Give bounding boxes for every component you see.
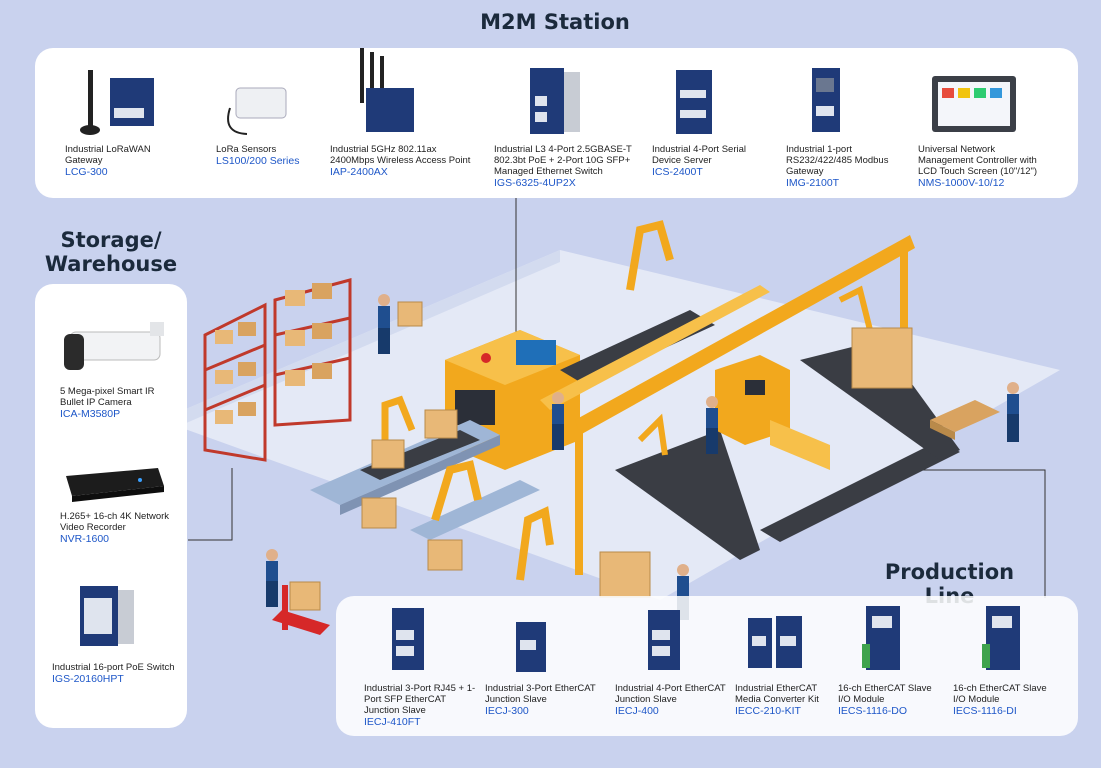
product-label-iecc-210-kit: Industrial EtherCAT Media Converter Kit … [735,683,819,717]
storage-warehouse-title: Storage/ Warehouse [44,228,178,277]
robot-arms [381,220,873,581]
product-label-img-2100t: Industrial 1-port RS232/422/485 Modbus G… [786,144,889,189]
iecj-400-device [648,610,680,670]
product-label-nms-1000v: Universal Network Management Controller … [918,144,1038,189]
connector-line-production [905,469,1046,598]
l3-managed-switch-device [530,68,580,134]
product-label-iecj-410ft: Industrial 3-Port RJ45 + 1-Port SFP Ethe… [364,683,476,728]
iecs-1116-di-device [982,606,1020,670]
wireless-access-point-device [360,48,414,132]
iecj-300-device [516,622,546,672]
overhead-gantry [540,235,915,575]
poe-switch-device [80,586,134,646]
network-video-recorder-device [66,468,164,502]
product-label-iecs-1116-do: 16-ch EtherCAT Slave I/O Module IECS-111… [838,683,932,717]
m2m-station-title: M2M Station [480,10,630,34]
iecs-1116-do-device [862,606,900,670]
touch-screen-controller-device [932,76,1016,132]
product-label-lcg-300: Industrial LoRaWAN Gateway LCG-300 [65,144,151,178]
warehouse-shelves [203,278,352,462]
iecj-410ft-device [392,608,424,670]
production-line-panel [336,596,1078,736]
cnc-machine [715,355,830,470]
product-label-iecs-1116-di: 16-ch EtherCAT Slave I/O Module IECS-111… [953,683,1047,717]
product-label-iap-2400ax: Industrial 5GHz 802.11ax 2400Mbps Wirele… [330,144,471,178]
iecc-210-kit-device [748,616,802,668]
product-label-ics-2400t: Industrial 4-Port Serial Device Server I… [652,144,746,178]
serial-device-server-device [676,70,712,134]
product-label-iecj-400: Industrial 4-Port EtherCAT Junction Slav… [615,683,726,717]
product-label-iecj-300: Industrial 3-Port EtherCAT Junction Slav… [485,683,596,717]
product-label-igs-6325: Industrial L3 4-Port 2.5GBASE-T 802.3bt … [494,144,632,189]
conveyor-belts [310,310,960,560]
product-label-igs-20160hpt: Industrial 16-port PoE Switch IGS-20160H… [52,662,175,685]
cardboard-boxes [289,301,913,611]
product-label-nvr-1600: H.265+ 16-ch 4K Network Video Recorder N… [60,511,170,545]
connector-line-storage [188,468,233,541]
pallets [272,400,1000,635]
bullet-camera-device [64,322,164,370]
modbus-gateway-device [812,68,840,132]
lorawan-gateway-device [80,70,154,135]
product-label-ica-m3580p: 5 Mega-pixel Smart IR Bullet IP Camera I… [60,386,155,420]
product-label-ls100-200: LoRa Sensors LS100/200 Series [216,144,300,167]
lora-sensor-device [227,87,287,135]
